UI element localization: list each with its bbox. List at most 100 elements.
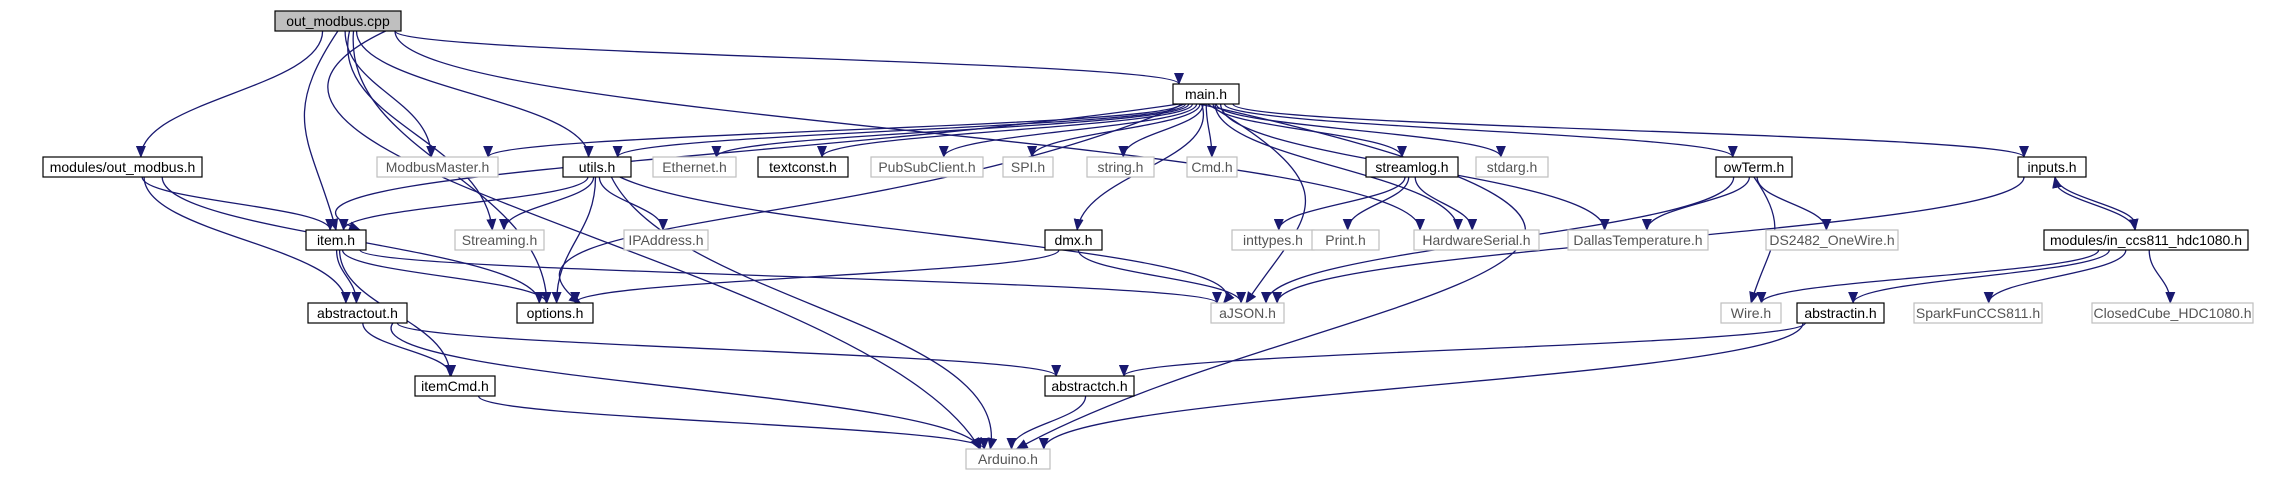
node-box (1002, 156, 1054, 178)
edge-abstractout-h-to-itemcmd-h (362, 322, 457, 377)
node-label: itemCmd.h (421, 378, 489, 394)
edge-in-ccs811-hdc1080-h-to-closedcube-hdc1080-h (2148, 249, 2176, 304)
node-label: ModbusMaster.h (386, 159, 490, 175)
edge-item-h-to-abstractout-h (335, 249, 362, 304)
edge-abstractout-h-to-arduino-h (390, 322, 983, 450)
edge-modules-out-modbus-h-to-item-h (141, 176, 336, 231)
edge-modules-out-modbus-h-to-abstractout-h (143, 176, 351, 304)
edge-out-modbus-cpp-to-arduino-h (327, 30, 981, 450)
edge-itemcmd-h-to-arduino-h (477, 395, 989, 450)
node-cmd-h: Cmd.h (1186, 156, 1238, 178)
edge-main-h-to-cmd-h (1205, 103, 1217, 158)
edge-abstractout-h-to-abstractch-h (396, 322, 1061, 377)
node-box (1413, 229, 1540, 251)
node-ipaddress-h: IPAddress.h (623, 229, 709, 251)
node-label: out_modbus.cpp (286, 13, 390, 29)
node-textconst-h[interactable]: textconst.h (757, 156, 849, 178)
node-box (1765, 229, 1899, 251)
node-item-h[interactable]: item.h (305, 229, 367, 251)
edge-streamlog-h-to-print-h (1342, 176, 1410, 231)
edge-streamlog-h-to-hardwareserial-h (1414, 176, 1478, 231)
edge-main-h-to-string-h (1118, 103, 1204, 158)
edge-item-h-to-options-h (341, 249, 552, 304)
node-label: abstractin.h (1804, 305, 1876, 321)
node-options-h[interactable]: options.h (516, 302, 594, 324)
node-out-modbus-cpp[interactable]: out_modbus.cpp (274, 10, 402, 32)
node-label: SPI.h (1011, 159, 1045, 175)
edge-in-ccs811-hdc1080-h-to-abstractin-h (1848, 249, 2110, 304)
node-main-h[interactable]: main.h (1172, 83, 1240, 105)
node-inputs-h[interactable]: inputs.h (2017, 156, 2087, 178)
node-box (42, 156, 203, 178)
node-box (1311, 229, 1380, 251)
node-box (1567, 229, 1709, 251)
edge-owterm-h-to-dallastemperature-h (1641, 176, 1751, 231)
node-owterm-h[interactable]: owTerm.h (1715, 156, 1793, 178)
edge-streamlog-h-to-inttypes-h (1273, 176, 1406, 231)
edge-utils-h-to-item-h (338, 176, 589, 231)
node-label: streamlog.h (1375, 159, 1448, 175)
edge-out-modbus-cpp-to-streaming-h (347, 30, 497, 231)
node-dallastemperature-h: DallasTemperature.h (1567, 229, 1709, 251)
node-label: dmx.h (1054, 232, 1092, 248)
node-abstractout-h[interactable]: abstractout.h (307, 302, 408, 324)
edge-main-h-to-hardwareserial-h (1214, 103, 1463, 231)
node-label: stdarg.h (1487, 159, 1538, 175)
edge-out-modbus-cpp-to-utils-h (355, 30, 594, 158)
edge-main-h-to-pubsubclient-h (938, 103, 1198, 158)
edge-inputs-h-to-in-ccs811-hdc1080-h (2054, 176, 2139, 231)
node-box (307, 302, 408, 324)
node-label: textconst.h (769, 159, 837, 175)
node-label: main.h (1185, 86, 1227, 102)
edge-out-modbus-cpp-to-main-h (394, 30, 1184, 85)
edge-main-h-to-textconst-h (817, 103, 1194, 158)
node-label: PubSubClient.h (878, 159, 975, 175)
node-label: inputs.h (2027, 159, 2076, 175)
edge-main-h-to-modbusmaster-h (483, 103, 1181, 158)
edge-in-ccs811-hdc1080-h-to-wire-h (1756, 249, 2100, 304)
node-box (516, 302, 594, 324)
node-itemcmd-h[interactable]: itemCmd.h (414, 375, 496, 397)
node-abstractin-h[interactable]: abstractin.h (1796, 302, 1885, 324)
node-box (414, 375, 496, 397)
node-inttypes-h: inttypes.h (1231, 229, 1315, 251)
node-label: modules/in_ccs811_hdc1080.h (2050, 232, 2242, 248)
edge-item-h-to-ajson-h (359, 249, 1222, 304)
edge-out-modbus-cpp-to-modules-out-modbus-h (135, 30, 324, 158)
node-label: options.h (527, 305, 584, 321)
node-label: SparkFunCCS811.h (1916, 305, 2040, 321)
node-abstractch-h[interactable]: abstractch.h (1044, 375, 1135, 397)
edge-main-h-to-stdarg-h (1215, 103, 1506, 158)
node-box (2017, 156, 2087, 178)
edge-main-h-to-inputs-h (1232, 103, 2029, 158)
node-label: abstractout.h (317, 305, 398, 321)
node-box (757, 156, 849, 178)
node-utils-h[interactable]: utils.h (562, 156, 632, 178)
node-modules-out-modbus-h[interactable]: modules/out_modbus.h (42, 156, 203, 178)
node-dmx-h[interactable]: dmx.h (1044, 229, 1103, 251)
node-label: Arduino.h (978, 451, 1038, 467)
node-label: inttypes.h (1243, 232, 1303, 248)
edge-abstractch-h-to-arduino-h (1006, 395, 1087, 450)
node-streamlog-h[interactable]: streamlog.h (1365, 156, 1459, 178)
node-label: aJSON.h (1219, 305, 1276, 321)
node-label: Print.h (1325, 232, 1365, 248)
edge-main-h-to-streamlog-h (1212, 103, 1407, 158)
node-spi-h: SPI.h (1002, 156, 1054, 178)
node-arduino-h: Arduino.h (965, 448, 1051, 470)
node-label: Wire.h (1731, 305, 1771, 321)
node-box (1365, 156, 1459, 178)
node-box (1913, 302, 2043, 324)
node-box (376, 156, 499, 178)
node-box (1172, 83, 1240, 105)
edge-in-ccs811-hdc1080-h-to-sparkfunccs811-h (1983, 249, 2127, 304)
node-hardwareserial-h: HardwareSerial.h (1413, 229, 1540, 251)
edge-out-modbus-cpp-to-item-h (303, 30, 339, 231)
node-label: DS2482_OneWire.h (1769, 232, 1894, 248)
node-in-ccs811-hdc1080-h[interactable]: modules/in_ccs811_hdc1080.h (2043, 229, 2249, 251)
node-box (1475, 156, 1549, 178)
node-box (870, 156, 984, 178)
node-closedcube-hdc1080-h: ClosedCube_HDC1080.h (2091, 302, 2254, 324)
node-label: Ethernet.h (662, 159, 727, 175)
node-box (1210, 302, 1285, 324)
